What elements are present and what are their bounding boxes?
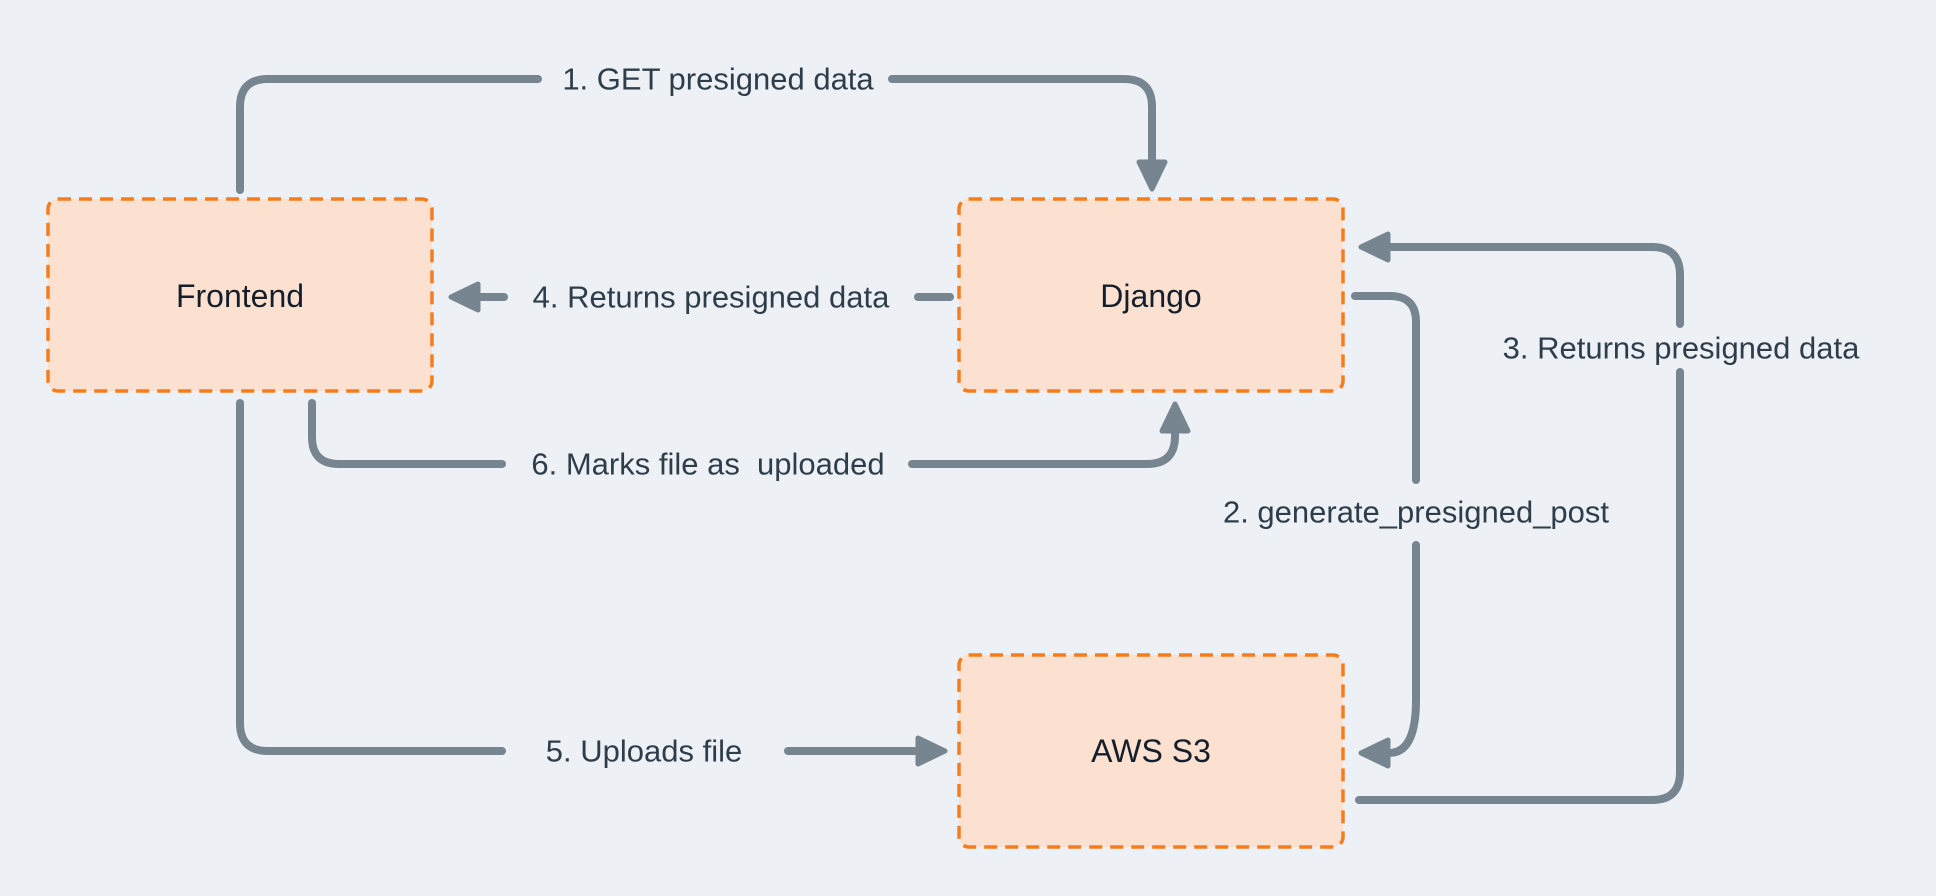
edge-4-label: 4. Returns presigned data — [533, 280, 890, 315]
aws-s3-node: AWS S3 — [957, 653, 1345, 849]
frontend-node: Frontend — [46, 197, 434, 393]
edge-3-returns-presigned-data: 3. Returns presigned data — [1355, 231, 1860, 804]
edge-1-label: 1. GET presigned data — [562, 62, 874, 97]
edge-4-returns-presigned-data: 4. Returns presigned data — [448, 280, 954, 315]
django-node: Django — [957, 197, 1345, 393]
frontend-box — [46, 197, 434, 393]
django-label: Django — [1100, 278, 1201, 314]
edge-6-label: 6. Marks file as uploaded — [531, 447, 884, 482]
edge-2-line-bottom — [1385, 541, 1420, 757]
edge-6-line-left — [308, 399, 506, 468]
edge-2-generate-presigned-post: 2. generate_presigned_post — [1223, 292, 1609, 769]
frontend-label: Frontend — [176, 278, 304, 314]
edge-1-line-left — [236, 75, 542, 194]
edge-6-marks-file-uploaded: 6. Marks file as uploaded — [308, 399, 1191, 482]
edge-1-line-right — [888, 75, 1156, 164]
edge-3-line-top — [1385, 243, 1684, 328]
django-box — [957, 197, 1345, 393]
edge-6-line-right — [908, 427, 1179, 468]
edge-5-arrowhead — [915, 735, 948, 767]
edge-3-line-bottom — [1355, 368, 1684, 804]
edge-3-arrowhead — [1358, 231, 1391, 263]
edge-1-get-presigned-data: 1. GET presigned data — [236, 62, 1168, 194]
edge-2-line-top — [1351, 292, 1420, 484]
aws-s3-label: AWS S3 — [1091, 733, 1211, 769]
edge-2-arrowhead — [1358, 737, 1391, 769]
edge-5-line-left — [236, 399, 506, 755]
edge-3-label: 3. Returns presigned data — [1503, 331, 1860, 366]
edge-6-arrowhead — [1159, 401, 1191, 434]
edge-1-arrowhead — [1136, 159, 1168, 192]
edge-5-label: 5. Uploads file — [546, 734, 742, 769]
edge-4-arrowhead — [448, 281, 481, 313]
edge-5-uploads-file: 5. Uploads file — [236, 399, 948, 769]
edge-2-label: 2. generate_presigned_post — [1223, 495, 1609, 530]
aws-s3-box — [957, 653, 1345, 849]
